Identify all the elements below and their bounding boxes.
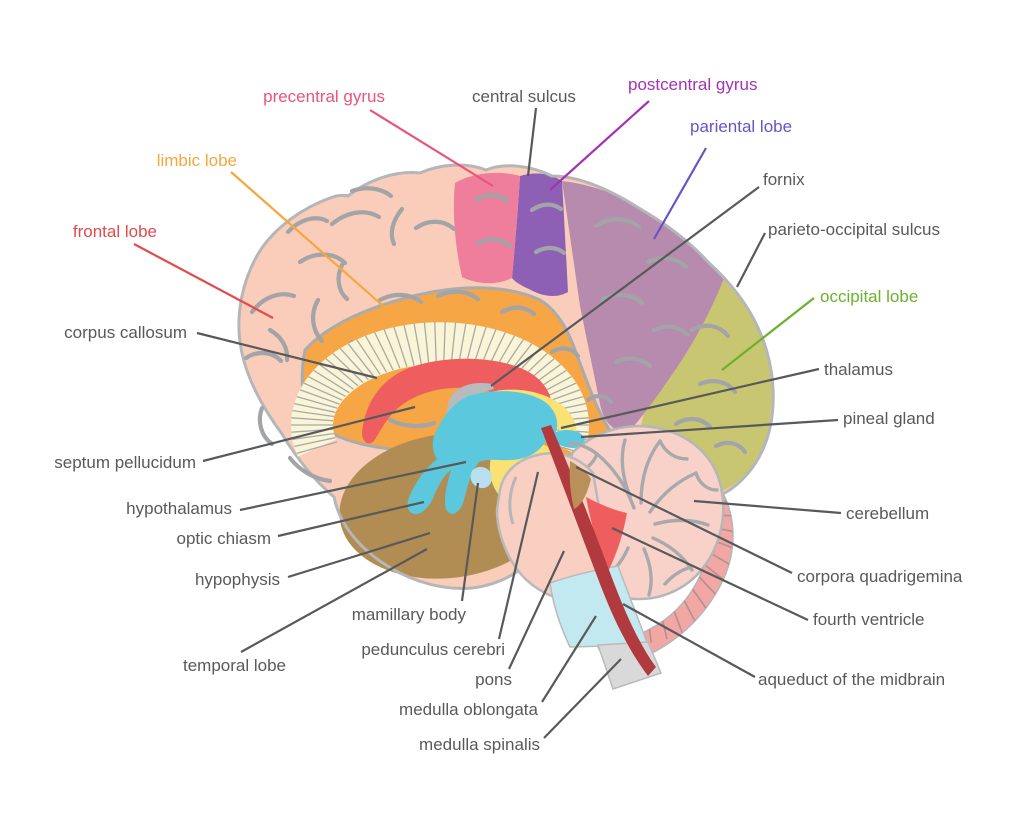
leader-fornix — [490, 186, 760, 387]
leader-postcentral-gyrus — [549, 100, 650, 191]
leader-optic-chiasm — [277, 500, 425, 538]
label-pineal-gland: pineal gland — [843, 409, 935, 428]
precentral-gyrus-region — [453, 172, 520, 284]
label-pons: pons — [475, 670, 512, 689]
label-optic-chiasm: optic chiasm — [176, 529, 271, 548]
label-cerebellum: cerebellum — [846, 504, 930, 523]
fourth-ventricle-region — [586, 497, 627, 573]
label-medulla-oblongata: medulla oblongata — [399, 700, 538, 719]
label-precentral-gyrus: precentral gyrus — [263, 87, 385, 106]
leader-temporal-lobe — [240, 548, 428, 653]
leader-pineal-gland — [580, 418, 839, 439]
label-fourth-ventricle: fourth ventricle — [813, 610, 925, 629]
label-pariental-lobe: pariental lobe — [690, 117, 793, 136]
pons-inner-line — [508, 476, 518, 525]
mamillary-body-region — [470, 467, 492, 489]
aqueduct-region — [541, 425, 656, 676]
leader-frontal-lobe — [133, 243, 274, 319]
postcentral-gyrus-region — [512, 173, 568, 296]
label-medulla-spinalis: medulla spinalis — [419, 735, 540, 754]
leader-thalamus — [560, 367, 820, 430]
leader-hypothalamus — [239, 460, 467, 512]
septum-pellucidum-region — [362, 358, 553, 444]
leader-mamillary-body — [460, 482, 480, 602]
leader-pedunculus-cerebri — [497, 471, 540, 640]
label-thalamus: thalamus — [824, 360, 893, 379]
leader-fourth-ventricle — [611, 527, 809, 621]
label-postcentral-gyrus: postcentral gyrus — [628, 75, 758, 94]
leader-medulla-oblongata — [541, 615, 597, 703]
label-occipital-lobe: occipital lobe — [820, 287, 919, 306]
leader-aqueduct — [622, 603, 756, 678]
leader-parieto-occipital-sulcus — [736, 232, 766, 288]
label-central-sulcus: central sulcus — [472, 87, 576, 106]
leader-precentral-gyrus — [369, 109, 494, 187]
leader-limbic-lobe — [230, 171, 391, 313]
label-hypothalamus: hypothalamus — [126, 499, 232, 518]
leader-pons — [508, 550, 565, 670]
label-temporal-lobe: temporal lobe — [182, 656, 286, 675]
leader-occipital-lobe — [721, 297, 815, 371]
label-septum-pellucidum: septum pellucidum — [54, 453, 196, 472]
label-fornix: fornix — [763, 170, 805, 189]
label-pedunculus-cerebri: pedunculus cerebri — [361, 640, 505, 659]
leader-medulla-spinalis — [543, 658, 622, 739]
leader-septum-pellucidum — [202, 405, 416, 463]
label-mamillary-body: mamillary body — [351, 605, 466, 624]
leader-corpus-callosum — [196, 331, 378, 380]
label-hypophysis: hypophysis — [194, 570, 280, 589]
label-parieto-occipital-sulcus: parieto-occipital sulcus — [768, 220, 940, 239]
leader-central-sulcus — [526, 107, 538, 177]
label-aqueduct-of-the-midbrain: aqueduct of the midbrain — [758, 670, 946, 689]
leader-lines — [133, 100, 842, 739]
label-corpus-callosum: corpus callosum — [64, 323, 187, 342]
leader-cerebellum — [693, 499, 842, 515]
thalamus-region — [407, 391, 585, 515]
label-corpora-quadrigemina: corpora quadrigemina — [797, 567, 963, 586]
label-limbic-lobe: limbic lobe — [156, 151, 237, 170]
label-frontal-lobe: frontal lobe — [72, 222, 157, 241]
leader-corpora-quadrigemina — [575, 466, 793, 574]
leader-pariental-lobe — [653, 147, 707, 240]
leader-hypophysis — [287, 531, 431, 579]
corpora-quadrigemina-region — [569, 461, 591, 509]
